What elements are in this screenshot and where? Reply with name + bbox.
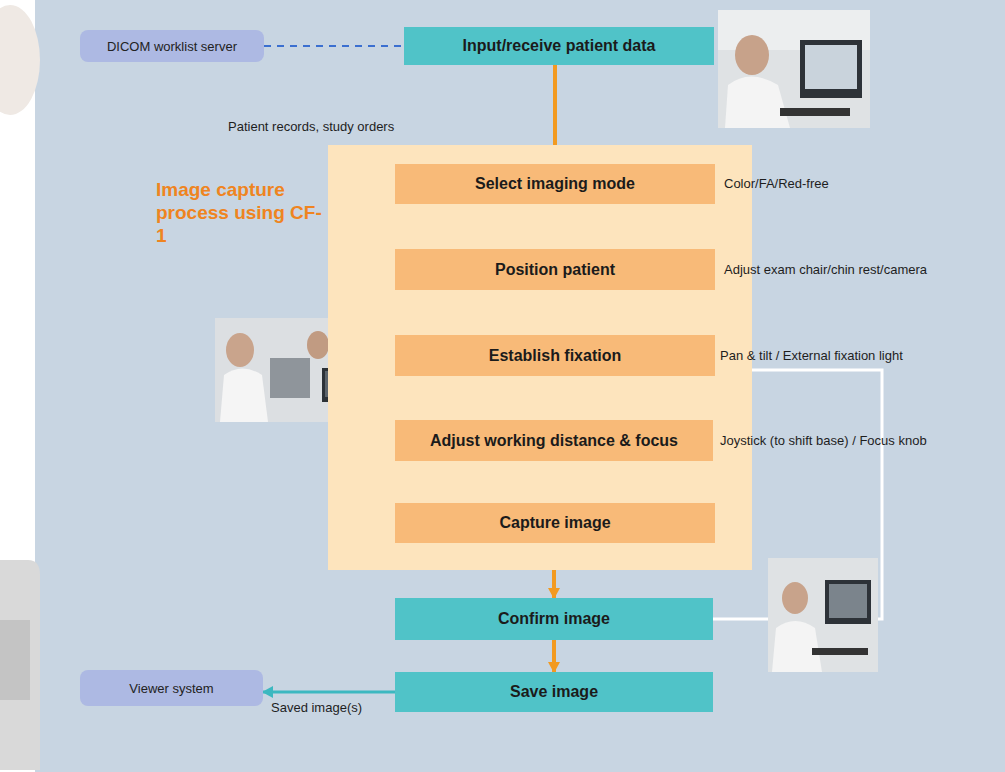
photo-capture xyxy=(215,318,362,422)
box-label: Capture image xyxy=(499,514,610,532)
process-box: Save image xyxy=(395,672,713,712)
box-label: Viewer system xyxy=(129,681,213,696)
photo-confirm xyxy=(768,558,878,672)
annotation: Joystick (to shift base) / Focus knob xyxy=(720,433,927,448)
photo-operator-desk xyxy=(718,10,870,128)
faded-device xyxy=(0,560,40,770)
annotation: Adjust exam chair/chin rest/camera xyxy=(724,262,927,277)
annotation: Color/FA/Red-free xyxy=(724,176,829,191)
process-box: Adjust working distance & focus xyxy=(395,420,713,461)
flow-arrow xyxy=(263,691,395,694)
flow-arrow xyxy=(264,45,404,47)
process-group: Image capture process using CF-1Select i… xyxy=(328,145,752,570)
group-heading: Image capture process using CF-1 xyxy=(156,178,324,247)
box-label: Confirm image xyxy=(498,610,610,628)
process-box: Capture image xyxy=(395,503,715,543)
process-box: Confirm image xyxy=(395,598,713,640)
background-panel xyxy=(35,0,1005,772)
edge-label: Saved image(s) xyxy=(271,700,362,715)
box-label: Select imaging mode xyxy=(475,175,635,193)
box-label: Position patient xyxy=(495,261,615,279)
process-box: Position patient xyxy=(395,249,715,290)
faded-device xyxy=(0,620,30,700)
box-label: Save image xyxy=(510,683,598,701)
process-box: Input/receive patient data xyxy=(404,27,714,65)
annotation: Pan & tilt / External fixation light xyxy=(720,348,903,363)
system-box: Viewer system xyxy=(80,670,263,706)
faded-decor xyxy=(0,5,40,115)
box-label: Establish fixation xyxy=(489,347,621,365)
process-box: Select imaging mode xyxy=(395,164,715,204)
box-label: Input/receive patient data xyxy=(463,37,656,55)
flow-arrow xyxy=(552,640,556,672)
annotation: Patient records, study orders xyxy=(228,119,394,134)
box-label: Adjust working distance & focus xyxy=(430,432,678,450)
process-box: Establish fixation xyxy=(395,335,715,376)
server-box: DICOM worklist server xyxy=(80,30,264,62)
box-label: DICOM worklist server xyxy=(107,39,237,54)
